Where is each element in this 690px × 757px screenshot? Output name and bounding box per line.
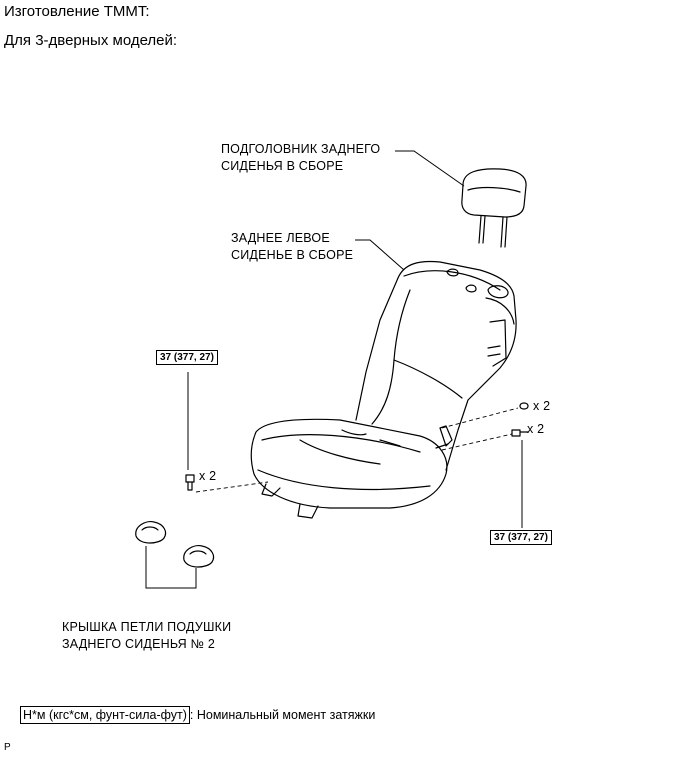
manufacturer-heading: Изготовление TMMT: (4, 3, 150, 20)
torque-spec-left: 37 (377, 27) (156, 350, 218, 365)
seat-label: ЗАДНЕЕ ЛЕВОЕ СИДЕНЬЕ В СБОРЕ (231, 231, 354, 262)
corner-mark: P (4, 742, 11, 753)
headrest-drawing (461, 168, 527, 248)
torque-spec-right: 37 (377, 27) (490, 530, 552, 545)
headrest-label: ПОДГОЛОВНИК ЗАДНЕГО СИДЕНЬЯ В СБОРЕ (221, 142, 381, 173)
seat-drawing (250, 260, 517, 519)
torque-legend-text: : Номинальный момент затяжки (189, 708, 376, 722)
torque-legend: Н*м (кгс*см, фунт-сила-фут): Номинальный… (20, 706, 376, 724)
left-bolt-quantity: x 2 (199, 469, 217, 483)
right-lower-quantity: x 2 (527, 422, 545, 436)
right-upper-quantity: x 2 (533, 399, 551, 413)
hinge-cover-drawing (135, 521, 215, 568)
hinge-cover-label: КРЫШКА ПЕТЛИ ПОДУШКИ ЗАДНЕГО СИДЕНЬЯ № 2 (62, 620, 232, 651)
model-heading: Для 3-дверных моделей: (4, 32, 178, 49)
torque-legend-box: Н*м (кгс*см, фунт-сила-фут) (20, 706, 190, 724)
